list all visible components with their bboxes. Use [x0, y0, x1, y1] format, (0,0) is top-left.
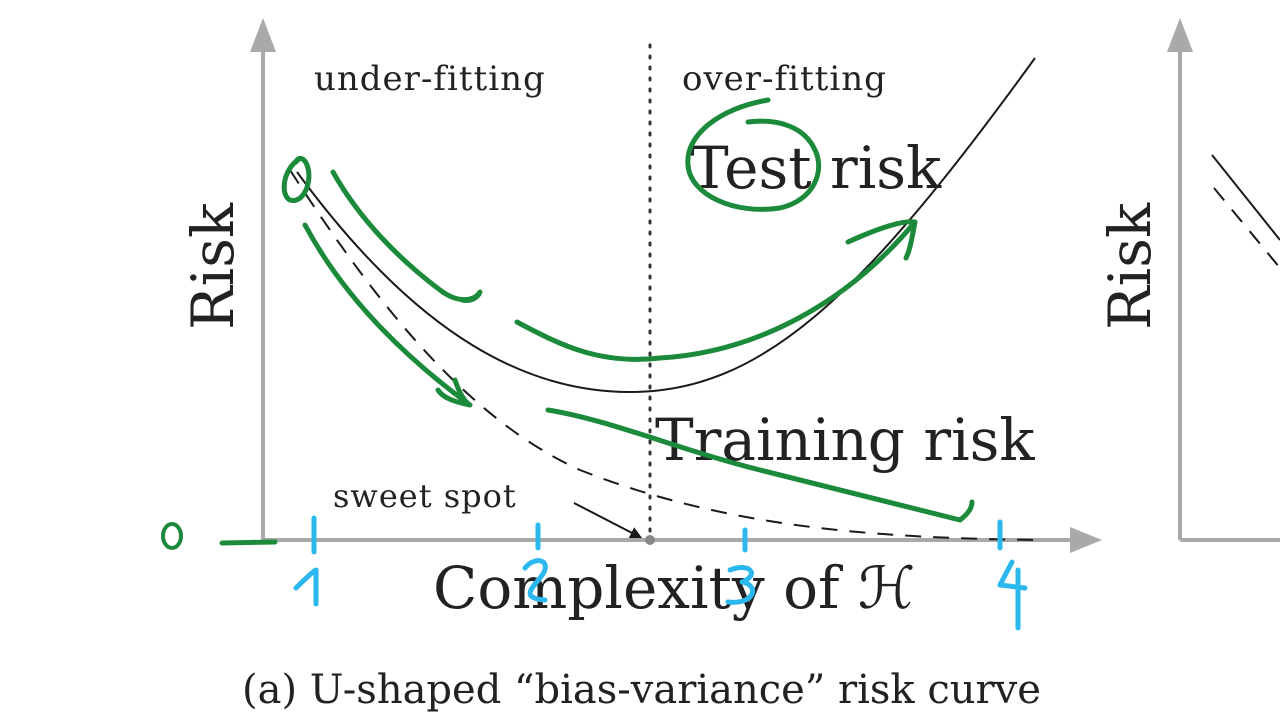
- lower-left-stroke-annotation: [302, 222, 473, 408]
- origin-zero-annotation: [161, 522, 183, 550]
- second-panel-y-arrow-icon: [1167, 18, 1193, 52]
- figure-caption: (a) U-shaped “bias-variance” risk curve: [242, 667, 1041, 713]
- sweet-spot-label: sweet spot: [333, 477, 517, 515]
- upper-left-stroke-annotation: [330, 169, 483, 303]
- second-panel: Risk: [1096, 18, 1280, 542]
- second-panel-training-curve: [1213, 187, 1280, 269]
- x-axis-arrow-icon: [1070, 527, 1102, 553]
- green-annotations: [161, 97, 975, 550]
- sweet-spot-arrow: [573, 502, 643, 539]
- x-axis: [263, 527, 1102, 553]
- blue-annotations: [293, 515, 1028, 631]
- second-panel-y-axis-label: Risk: [1096, 202, 1164, 330]
- y-axis: [250, 18, 276, 540]
- tick-mark-1: [293, 515, 319, 607]
- tick-mark-3: [725, 527, 755, 605]
- x-axis-extension-annotation: [219, 539, 278, 546]
- test-risk-circle-annotation: [685, 97, 822, 212]
- x-axis-label: Complexity of ℋ: [433, 554, 915, 622]
- second-panel-test-curve: [1211, 154, 1280, 241]
- start-circle-annotation: [281, 155, 312, 203]
- region-label-overfitting: over-fitting: [682, 59, 887, 99]
- training-risk-label: Training risk: [655, 406, 1035, 474]
- y-axis-label: Risk: [179, 202, 247, 330]
- sweet-spot-point: [645, 535, 655, 545]
- tick-mark-4: [997, 519, 1028, 631]
- tick-mark-2: [522, 522, 548, 603]
- training-risk-curve: [289, 169, 1041, 541]
- y-axis-arrow-icon: [250, 18, 276, 52]
- u-curve-annotation: [514, 219, 918, 362]
- training-curve-annotation: [545, 407, 975, 523]
- test-risk-label: Test risk: [690, 134, 942, 202]
- region-label-underfitting: under-fitting: [314, 59, 546, 99]
- test-risk-curve: [296, 57, 1036, 394]
